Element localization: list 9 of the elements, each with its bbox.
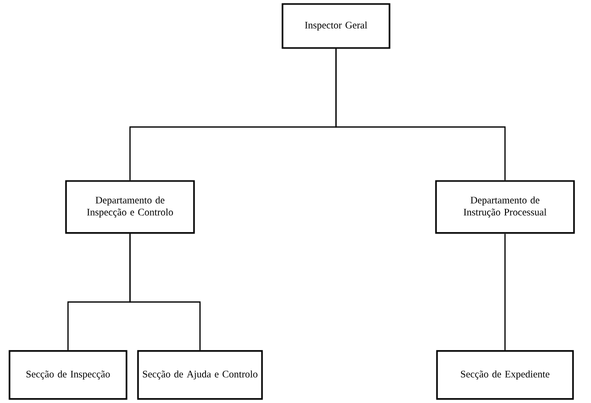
org-box: Secção de Inspecção — [8, 350, 128, 400]
connector-line — [129, 234, 201, 350]
org-box: Departamento de Instrução Processual — [435, 180, 575, 234]
connector-line — [335, 48, 506, 180]
connector-line — [504, 234, 506, 350]
org-box: Secção de Expediente — [436, 350, 574, 400]
org-box: Secção de Ajuda e Controlo — [137, 350, 263, 400]
org-box: Departamento de Inspecção e Controlo — [65, 180, 195, 234]
org-box: Inspector Geral — [282, 3, 390, 49]
